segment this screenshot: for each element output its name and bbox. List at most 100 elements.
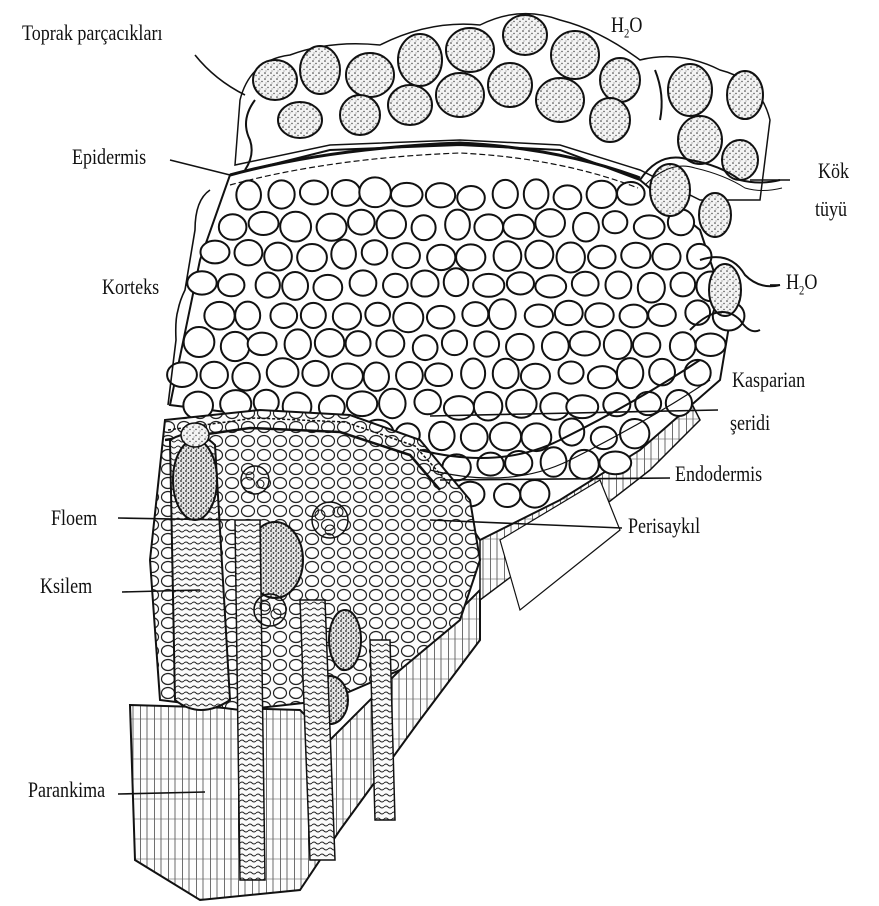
cortex-cell: [264, 243, 292, 271]
cortex-cell: [346, 331, 371, 356]
soil-grain: [709, 264, 741, 316]
cortex-cell: [267, 358, 299, 386]
cortex-cell: [391, 183, 423, 207]
cortex-cell: [331, 240, 356, 269]
cortex-cell: [348, 210, 375, 235]
cortex-cell: [248, 333, 277, 356]
cortex-cell: [685, 300, 710, 324]
cortex-cell: [427, 306, 455, 329]
label-phloem: Floem: [51, 507, 97, 529]
label-parenchyma: Parankima: [28, 779, 105, 801]
cortex-cell: [566, 395, 598, 418]
cortex-cell: [462, 302, 488, 326]
cortex-cell: [559, 418, 584, 445]
cortex-cell: [365, 303, 390, 326]
label-h2o-top: H2O: [611, 14, 642, 39]
cortex-cell: [187, 271, 216, 294]
cortex-cell: [204, 302, 234, 330]
cortex-cell: [633, 333, 660, 357]
soil-grain: [650, 164, 690, 216]
cortex-cell: [364, 363, 389, 391]
soil-grain: [398, 34, 442, 86]
cortex-cell: [377, 210, 406, 238]
cortex-cell: [524, 179, 549, 208]
cortex-cell: [425, 363, 452, 386]
cortex-cell: [525, 241, 553, 269]
soil-grain: [727, 71, 763, 119]
soil-grain: [678, 116, 722, 164]
cortex-cell: [503, 215, 534, 239]
soil-grain: [253, 60, 297, 100]
cortex-cell: [411, 270, 438, 296]
cortex-cell: [599, 452, 631, 475]
cortex-cell: [620, 305, 648, 328]
label-pericycle: Perisaykıl: [628, 515, 700, 537]
cortex-cell: [489, 299, 516, 329]
cortex-cell: [474, 392, 502, 421]
label-casparian-line1: Kasparian: [732, 369, 805, 391]
h2o-top-o: O: [629, 12, 642, 37]
cortex-cell: [587, 181, 617, 208]
cortex-cell: [268, 180, 294, 208]
soil-grain: [699, 193, 731, 237]
cortex-cell: [219, 214, 247, 240]
cortex-cell: [652, 244, 680, 270]
soil-grain: [388, 85, 432, 125]
cortex-cell: [554, 185, 582, 209]
label-root-hair-line1: Kök: [818, 160, 849, 182]
cortex-cell: [270, 303, 297, 328]
cortex-cell: [477, 453, 503, 476]
cortex-cell: [696, 333, 726, 356]
cortex-cell: [474, 331, 499, 356]
cortex-cell: [347, 391, 377, 416]
cortex-cell: [300, 181, 328, 205]
cortex-cell: [359, 177, 391, 207]
cortex-cell: [333, 303, 361, 329]
cortex-cell: [585, 303, 614, 327]
cortex-cell: [236, 181, 261, 210]
soil-grain: [668, 64, 712, 116]
label-casparian-line2: şeridi: [730, 412, 770, 434]
cortex-cell: [557, 243, 585, 273]
cortex-cell: [535, 275, 566, 297]
soil-grain: [446, 28, 494, 72]
cortex-cell: [285, 329, 311, 359]
label-cortex: Korteks: [102, 276, 159, 298]
cortex-cell: [588, 366, 617, 388]
cortex-cell: [649, 359, 675, 386]
soil-grain: [346, 53, 394, 97]
cortex-cell: [362, 240, 387, 264]
cortex-cell: [235, 240, 263, 265]
cortex-cell: [393, 303, 423, 332]
cortex-cell: [426, 183, 455, 207]
cortex-cell: [297, 244, 327, 271]
cortex-cell: [461, 359, 485, 389]
cortex-cell: [184, 327, 215, 357]
soil-grain: [436, 73, 484, 117]
cortex-cell: [429, 422, 455, 450]
cortex-cell: [445, 210, 470, 240]
cortex-cell: [494, 484, 520, 507]
cortex-cell: [379, 389, 405, 418]
cortex-cell: [603, 211, 628, 233]
leader-soil: [195, 55, 245, 95]
soil-grain: [340, 95, 380, 135]
soil-grain: [488, 63, 532, 107]
cortex-cell: [282, 272, 308, 300]
h2o-top-h: H: [611, 12, 624, 37]
cortex-cell: [572, 272, 599, 296]
soil-grain: [722, 140, 758, 180]
soil-grain: [600, 58, 640, 102]
cortex-cell: [301, 303, 326, 328]
label-xylem: Ksilem: [40, 575, 92, 597]
cortex-cell: [570, 450, 599, 479]
cortex-cell: [588, 246, 616, 269]
cortex-cell: [559, 362, 584, 384]
cortex-cell: [280, 212, 311, 242]
cortex-cell: [232, 363, 259, 391]
cortex-cell: [474, 214, 503, 240]
cortex-cell: [200, 241, 229, 264]
cortex-cell: [249, 212, 279, 235]
